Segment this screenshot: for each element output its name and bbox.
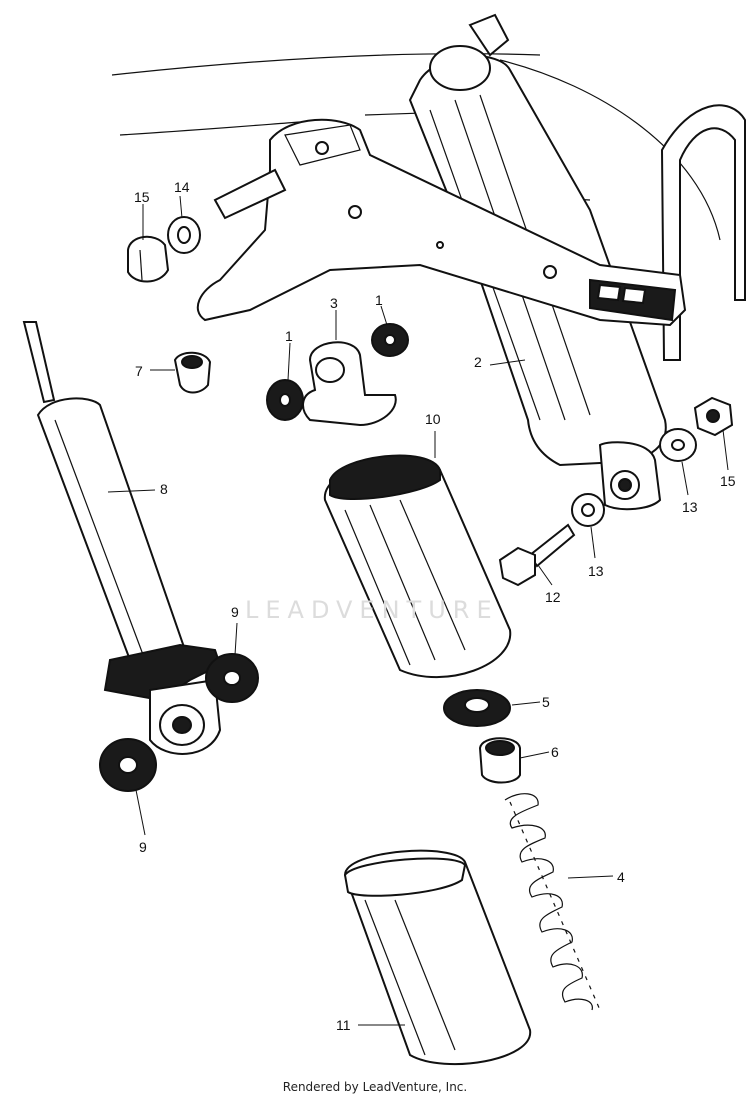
callout-9-left: 9 [139,839,147,855]
part-13-washer-right [659,428,697,462]
callout-1-upper: 1 [375,292,383,308]
leader-lines [107,195,729,1026]
part-9-bushing-left [99,738,157,792]
callout-8: 8 [160,481,168,497]
part-4-spring [504,793,601,1011]
callout-13-right: 13 [682,499,698,515]
part-7-collar [173,351,212,394]
callout-15-right: 15 [720,473,736,489]
callout-13-center: 13 [588,563,604,579]
fender [660,104,746,361]
callout-5: 5 [542,694,550,710]
watermark: LEADVENTURE [245,596,499,624]
callout-12: 12 [545,589,561,605]
footer-credit: Rendered by LeadVenture, Inc. [282,1080,468,1094]
callout-1-lower: 1 [285,328,293,344]
callout-2: 2 [474,354,482,370]
part-11-lower-cover [343,849,532,1066]
callout-11: 11 [336,1017,351,1033]
callout-14: 14 [174,179,190,195]
callout-10: 10 [425,411,441,427]
part-12-bolt [498,523,576,587]
callout-3: 3 [330,295,338,311]
callout-15-upper-left: 15 [134,189,150,205]
callout-4: 4 [617,869,625,885]
part-1-bushing-lower [266,379,304,421]
part-1-bushing-upper [371,323,409,357]
swing-arm-bracket [196,118,687,327]
part-9-bushing-right [205,653,259,703]
part-8-damper [22,321,222,755]
part-5-washer [443,689,511,727]
part-15-acorn-nut-left [127,235,170,283]
part-10-upper-cover [323,454,512,679]
callout-9-right: 9 [231,604,239,620]
callout-7: 7 [135,363,143,379]
part-15-nut-right [693,396,734,437]
callout-6: 6 [551,744,559,760]
part-13-washer-center [571,493,605,527]
part-14-washer [167,216,201,254]
part-6-nut [478,737,521,784]
